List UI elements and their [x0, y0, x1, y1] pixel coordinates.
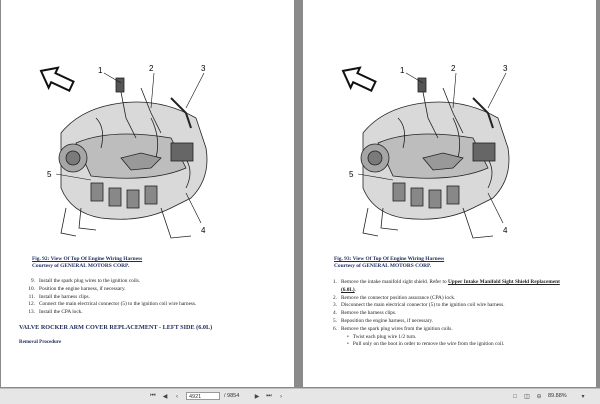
figure-title: Fig. 93: View Of Top Of Engine Wiring Ha… — [334, 256, 445, 262]
list-item: 11.Install the harness clips. — [28, 293, 90, 300]
callout-2: 2 — [149, 64, 154, 73]
list-item: 1.Remove the intake manifold sight shiel… — [333, 279, 560, 285]
viewer-statusbar: ⏮ ◀ ‹ 4921 / 9854 ▶ ⏭ › □ ◫ ⊖ 89.88% ▾ — [0, 388, 600, 404]
engine-drawing — [360, 77, 510, 239]
list-item: 9.Install the spark plug wires to the ig… — [31, 278, 141, 284]
list-item: 10.Position the engine harness, if neces… — [28, 285, 126, 292]
zoom-out-icon[interactable]: ⊖ — [536, 394, 542, 400]
callout-3: 3 — [201, 64, 206, 73]
callout-3: 3 — [503, 64, 508, 73]
section-heading: VALVE ROCKER ARM COVER REPLACEMENT - LEF… — [19, 324, 213, 331]
callout-1: 1 — [98, 66, 103, 75]
list-item: 4.Remove the harness clips. — [333, 310, 397, 317]
list-item: (6.0L). — [341, 286, 357, 293]
figure-credit: Courtesy of GENERAL MOTORS CORP. — [334, 263, 432, 269]
prev-view-button[interactable]: ‹ — [176, 393, 178, 400]
engine-wiring-figure: 1 2 3 4 5 — [341, 64, 510, 239]
callout-4: 4 — [201, 226, 206, 235]
engine-drawing — [58, 77, 208, 239]
page-number-input[interactable]: 4921 — [186, 392, 220, 400]
callout-2: 2 — [451, 64, 456, 73]
callout-1: 1 — [400, 66, 405, 75]
callout-5: 5 — [349, 170, 354, 179]
list-item: 12.Connect the main electrical connector… — [28, 301, 197, 308]
list-item: 2.Remove the connector position assuranc… — [333, 294, 456, 301]
list-item: 3.Disconnect the main electrical connect… — [333, 302, 505, 309]
document-page-right: 1 2 3 4 5 Fig. 93: View Of Top Of Engine… — [303, 0, 596, 387]
first-page-button[interactable]: ⏮ — [150, 393, 156, 399]
cross-reference-link[interactable]: Upper Intake Manifold Sight Shield Repla… — [447, 279, 560, 285]
next-view-button[interactable]: › — [280, 393, 282, 400]
figure-caption: Fig. 92: View Of Top Of Engine Wiring Ha… — [32, 256, 142, 270]
bullet-item: Pull only on the boot in order to remove… — [347, 341, 560, 349]
page-total: / 9854 — [224, 393, 240, 399]
direction-arrow-icon — [39, 66, 75, 93]
cross-reference-link-cont[interactable]: (6.0L) — [341, 286, 355, 293]
figure-caption: Fig. 93: View Of Top Of Engine Wiring Ha… — [334, 256, 444, 270]
figure-title: Fig. 92: View Of Top Of Engine Wiring Ha… — [32, 256, 143, 262]
single-page-view-icon[interactable]: □ — [513, 393, 517, 400]
figure-credit: Courtesy of GENERAL MOTORS CORP. — [32, 263, 130, 269]
next-page-button[interactable]: ▶ — [254, 394, 260, 400]
sub-heading: Removal Procedure — [19, 340, 62, 345]
zoom-level[interactable]: 89.88% — [548, 393, 567, 399]
prev-page-button[interactable]: ◀ — [162, 394, 168, 400]
document-page-left: 1 2 3 4 5 Fig. 92: View Of Top Of Engine… — [1, 0, 294, 387]
bullet-item: Twist each plug wire 1/2 turn. — [347, 334, 560, 342]
list-item: 6.Remove the spark plug wires from the i… — [333, 325, 453, 332]
list-item: 5.Reposition the engine harness, if nece… — [333, 317, 434, 324]
zoom-dropdown-icon[interactable]: ▾ — [581, 394, 585, 400]
direction-arrow-icon — [341, 66, 377, 93]
procedure-steps: 9.Install the spark plug wires to the ig… — [23, 278, 196, 317]
callout-4: 4 — [503, 226, 508, 235]
engine-wiring-figure: 1 2 3 4 5 — [39, 64, 208, 239]
last-page-button[interactable]: ⏭ — [266, 393, 272, 399]
list-item: 13.Install the CPA lock. — [28, 309, 83, 316]
sub-list: Twist each plug wire 1/2 turn. Pull only… — [325, 334, 560, 350]
callout-5: 5 — [47, 170, 52, 179]
two-page-view-icon[interactable]: ◫ — [524, 394, 530, 400]
procedure-steps: 1.Remove the intake manifold sight shiel… — [325, 279, 560, 349]
